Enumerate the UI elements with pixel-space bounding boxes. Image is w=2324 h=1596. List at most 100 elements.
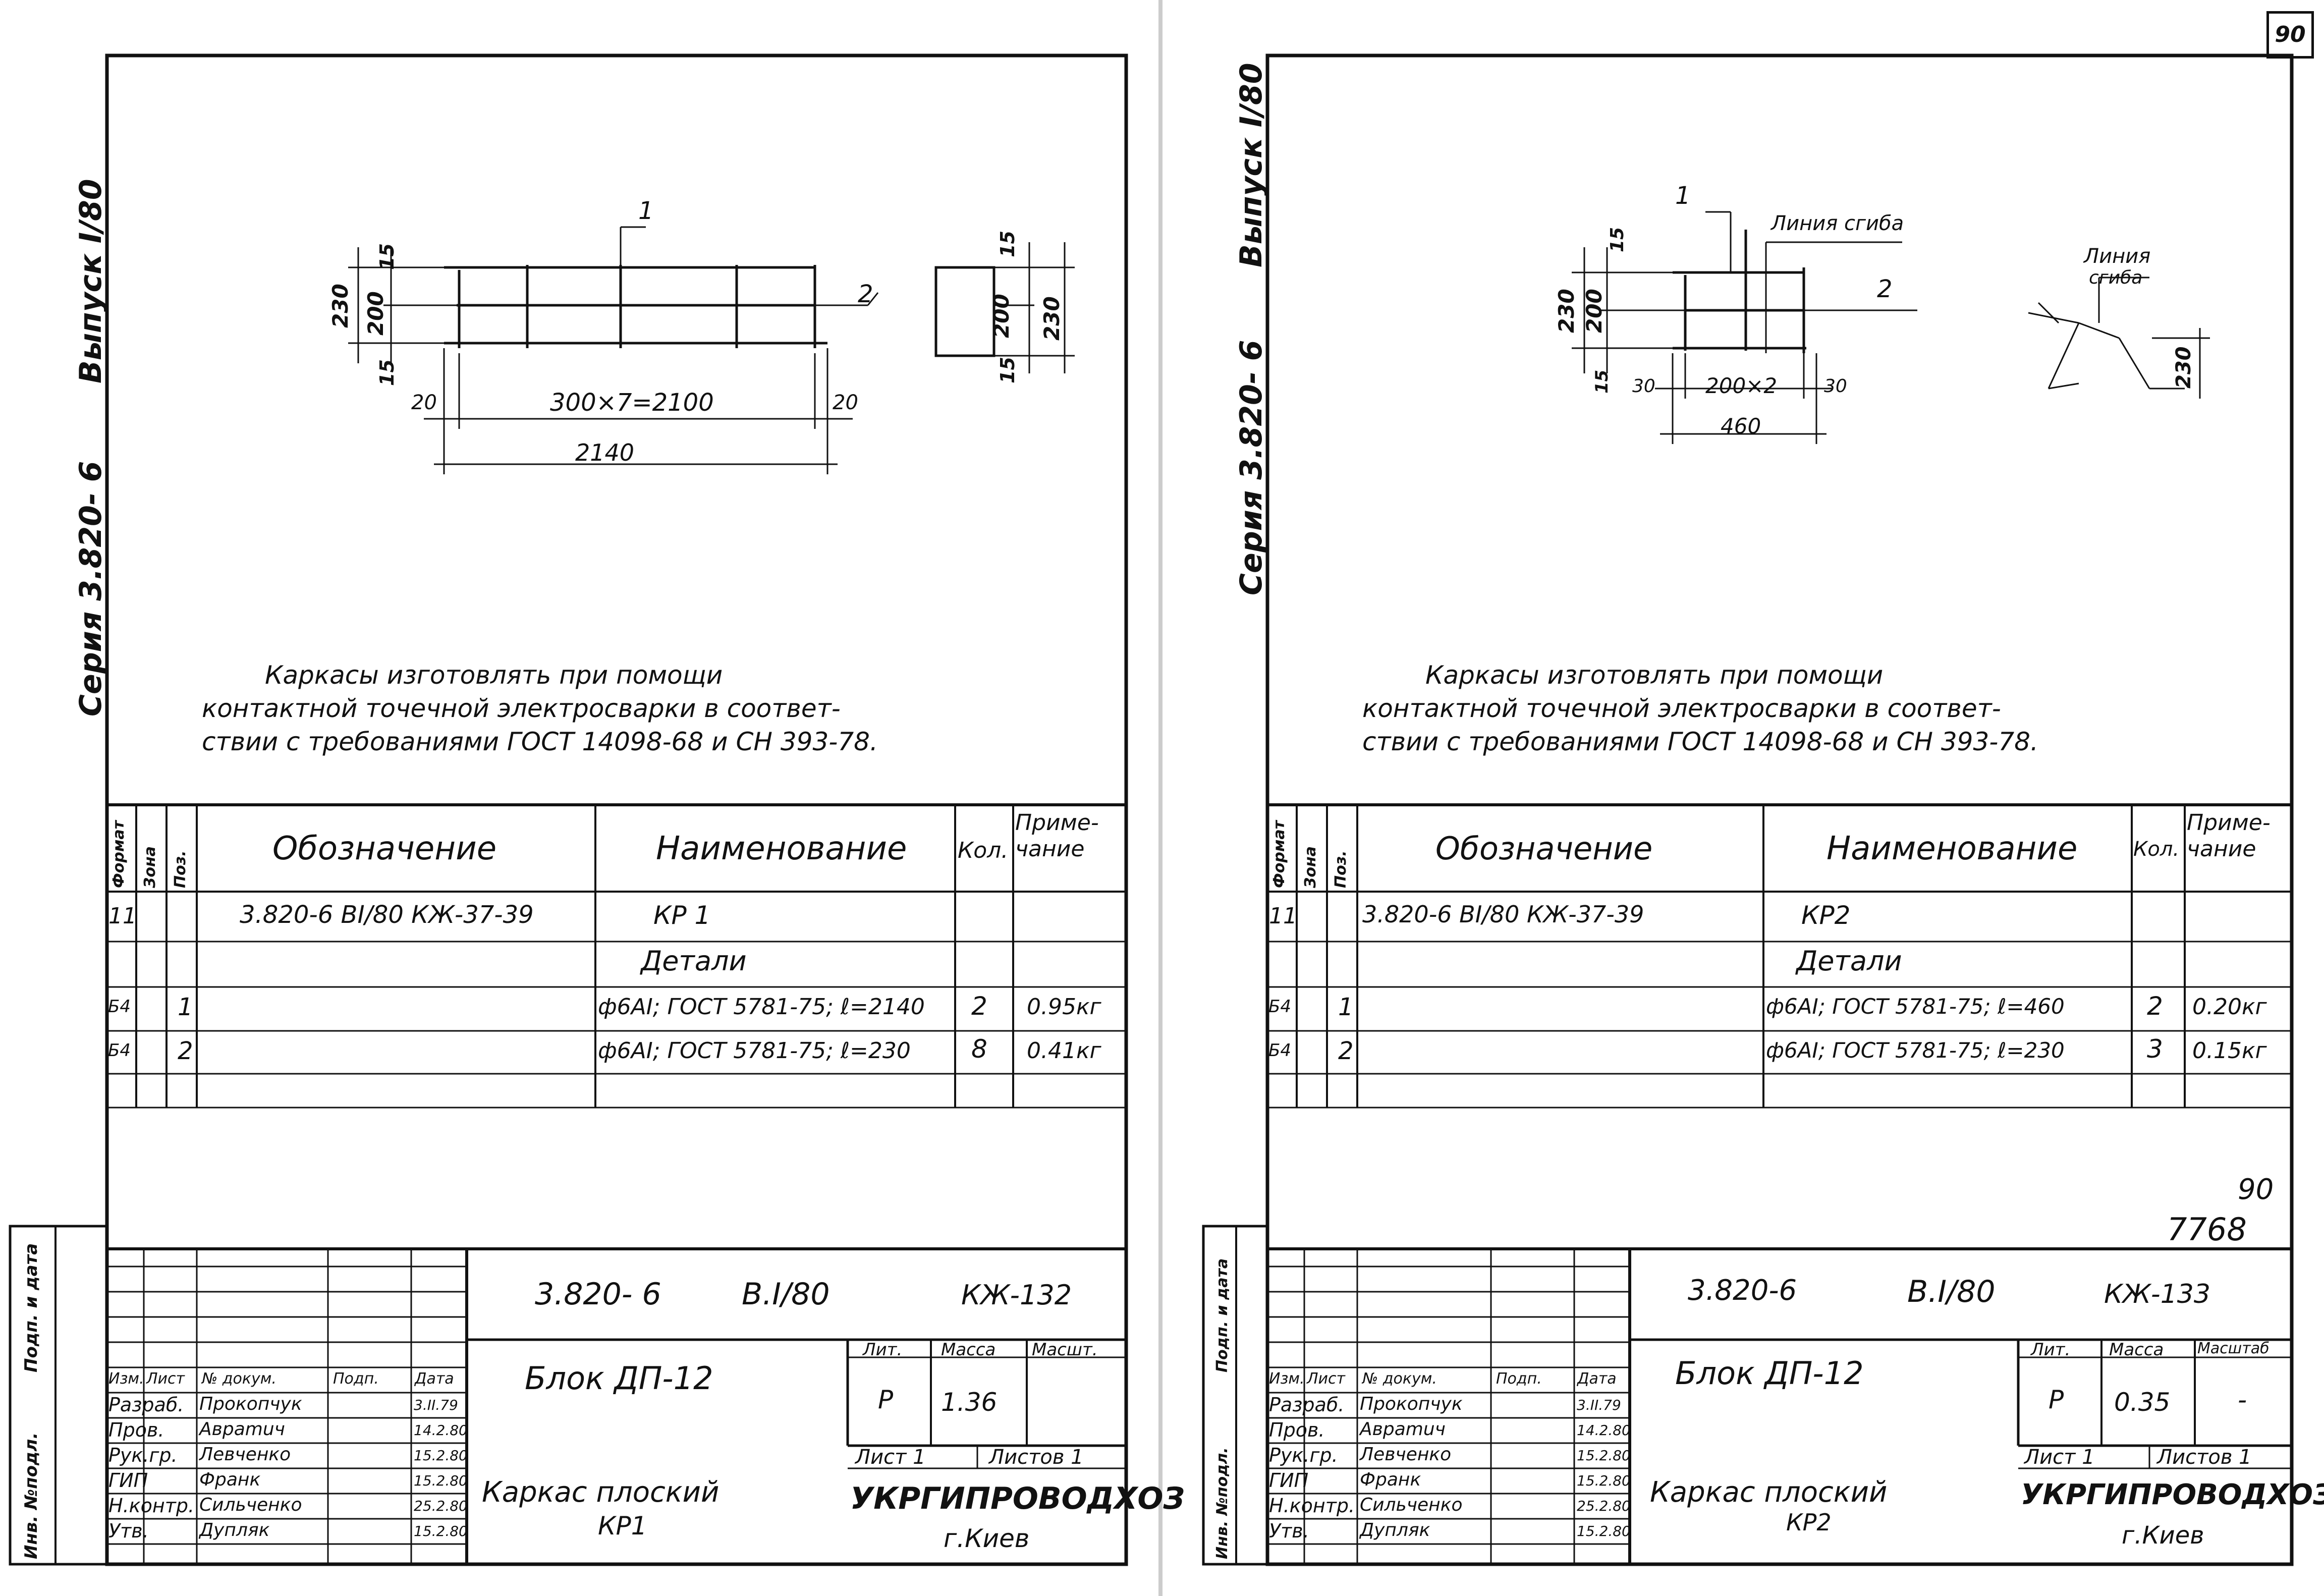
sheets-label: Листов 1 [2157, 1446, 2252, 1469]
org-city: г.Киев [944, 1524, 1030, 1553]
archive-mark-2: 7768 [2167, 1211, 2247, 1248]
note-line-1: Каркасы изготовлять при помощи [1425, 661, 1884, 690]
lit-value: Р [2049, 1385, 2064, 1414]
lit-label: Лит. [2031, 1340, 2071, 1360]
spec-row-4-note: 0.41кг [1027, 1038, 1101, 1064]
staff-date: 15.2.80 [414, 1523, 468, 1539]
spec-header-pos: Поз. [172, 850, 189, 888]
note-line-3: ствии с требованиями ГОСТ 14098-68 и СН … [202, 727, 878, 756]
bend-line-label: Линия сгиба [1771, 212, 1904, 235]
spec-row-4-note: 0.15кг [2192, 1038, 2267, 1064]
staff-role: Разраб. [1269, 1394, 1345, 1416]
spec-row-1-designation: 3.820-6 ВI/80 КЖ-37-39 [1362, 901, 1644, 928]
staff-date: 15.2.80 [1577, 1523, 1631, 1539]
staff-role: ГИП [1269, 1469, 1309, 1492]
note-line-3: ствии с требованиями ГОСТ 14098-68 и СН … [1362, 727, 2038, 756]
staff-header-doc: № докум. [1362, 1370, 1437, 1388]
doc-code: 3.820- 6 [535, 1277, 661, 1312]
bend-line-label-2b: сгиба [2089, 267, 2143, 288]
spec-row-4-qty: 3 [2147, 1034, 2163, 1064]
dim-30-left: 30 [1632, 376, 1655, 397]
staff-name: Левченко [1360, 1444, 1452, 1465]
staff-header-sign: Подп. [333, 1370, 379, 1388]
spec-row-2-name: Детали [1796, 945, 1902, 977]
spec-header-zone: Зона [1302, 846, 1319, 888]
staff-name: Дупляк [199, 1520, 270, 1540]
spec-row-3-note: 0.95кг [1027, 994, 1101, 1020]
doc-sheet-code: КЖ-133 [2104, 1279, 2210, 1309]
dim-20-left: 20 [411, 391, 437, 414]
callout-1: 1 [638, 197, 654, 225]
staff-name: Дупляк [1360, 1520, 1430, 1540]
org-city: г.Киев [2122, 1521, 2204, 1550]
spec-header-designation: Обозначение [272, 830, 497, 867]
staff-header-sign: Подп. [1496, 1370, 1542, 1388]
spec-row-3-pos: 1 [1338, 993, 1354, 1021]
mass-label: Масса [941, 1340, 996, 1360]
spec-row-1-format: 11 [108, 903, 137, 929]
doc-issue: В.I/80 [1907, 1274, 1996, 1309]
staff-date: 14.2.80 [414, 1422, 468, 1439]
archive-mark-1: 90 [2238, 1173, 2274, 1206]
staff-role: ГИП [108, 1469, 148, 1492]
dim-230: 230 [328, 284, 353, 328]
sheet-label: Лист 1 [855, 1446, 926, 1469]
doc-sheet-code: КЖ-132 [961, 1279, 1072, 1311]
drawing-title-item: КР1 [598, 1511, 647, 1540]
spec-row-3-format: Б4 [108, 997, 131, 1017]
spec-header-name: Наименование [656, 830, 907, 867]
staff-name: Авраmuч [199, 1419, 285, 1440]
drawing-title-item: КР2 [1786, 1509, 1832, 1536]
dim-200: 200 [1582, 289, 1607, 333]
callout-2: 2 [858, 280, 873, 308]
dim-30-right: 30 [1824, 376, 1847, 397]
staff-name: Франк [1360, 1469, 1421, 1490]
staff-date: 3.II.79 [1577, 1397, 1621, 1413]
spec-row-3-qty: 2 [971, 992, 987, 1021]
spec-header-qty: Кол. [958, 838, 1009, 863]
series-label: Серия 3.820- 6 [73, 461, 108, 717]
staff-name: Авраmuч [1360, 1419, 1446, 1440]
staff-date: 15.2.80 [1577, 1447, 1631, 1464]
staff-header-izm: Изм. [108, 1370, 144, 1388]
org-name: УКРГИПРОВОДХОЗ [850, 1481, 1185, 1516]
scale-label: Масшт. [1032, 1340, 1098, 1360]
welding-note: Каркасы изготовлять при помощи контактно… [202, 658, 878, 758]
sheet-frame-lines [9, 53, 1128, 1566]
spec-row-3-pos: 1 [178, 993, 193, 1021]
page-fold [1158, 0, 1163, 1596]
staff-role: Утв. [1269, 1520, 1309, 1542]
mass-label: Масса [2109, 1340, 2164, 1360]
spec-row-3-name: ф6АI; ГОСТ 5781-75; ℓ=460 [1766, 994, 2065, 1019]
welding-note: Каркасы изготовлять при помощи контактно… [1362, 658, 2038, 758]
spec-row-4-name: ф6АI; ГОСТ 5781-75; ℓ=230 [1766, 1038, 2065, 1063]
spec-header-qty: Кол. [2133, 838, 2180, 861]
dim-15-bottom: 15 [376, 359, 398, 386]
dim-15-top: 15 [376, 243, 398, 270]
drawing-sheet-left: Серия 3.820- 6 Выпуск I/80 Инв. №подл. П… [0, 0, 1185, 1596]
dim-230: 230 [1554, 289, 1579, 333]
scale-label: Масштаб [2197, 1340, 2270, 1357]
scale-value: - [2238, 1385, 2247, 1414]
callout-1: 1 [1675, 182, 1691, 210]
sheet-label: Лист 1 [2024, 1446, 2095, 1469]
staff-name: Сильченко [199, 1495, 302, 1515]
spec-header-name: Наименование [1827, 830, 2078, 867]
spec-header-format: Формат [110, 820, 128, 888]
staff-date: 3.II.79 [414, 1397, 458, 1413]
inv-number-label: Инв. №подл. [21, 1432, 41, 1559]
note-line-2: контактной точечной электросварки в соот… [202, 694, 841, 723]
mass-value: 1.36 [941, 1388, 998, 1417]
spec-row-1-name: КР2 [1801, 901, 1851, 930]
staff-name: Прокопчук [199, 1394, 302, 1414]
section-dim-15-bottom: 15 [997, 357, 1019, 383]
spec-header-note: Приме-чание [1015, 810, 1099, 862]
dim-15-bottom: 15 [1592, 369, 1612, 394]
staff-header-izm: Изм. [1269, 1370, 1305, 1388]
spec-row-4-pos: 2 [1338, 1037, 1354, 1065]
staff-header-date: Дата [1577, 1370, 1617, 1388]
staff-header-list: Лист [1307, 1370, 1346, 1388]
spec-row-3-qty: 2 [2147, 992, 2163, 1021]
lit-label: Лит. [863, 1340, 903, 1360]
section-dim-230: 230 [1039, 296, 1064, 341]
